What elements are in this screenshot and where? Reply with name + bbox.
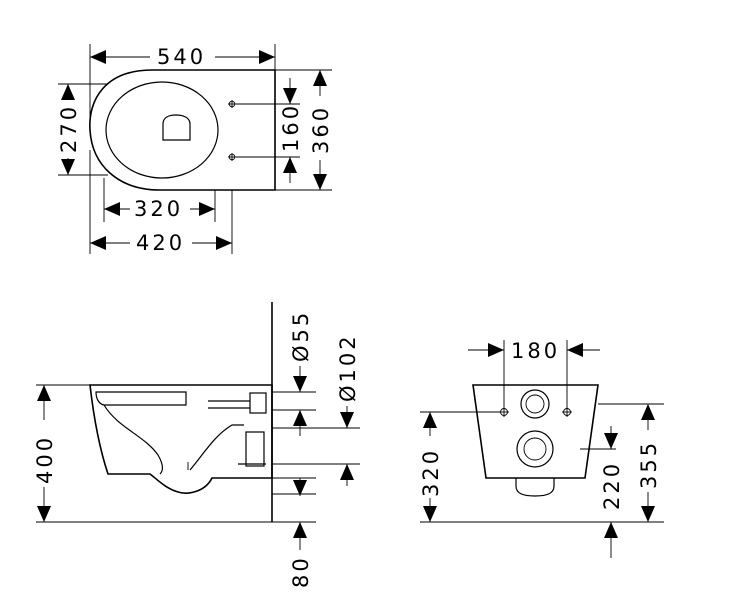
- rear-view-outlet-outer: [516, 430, 554, 468]
- rear-view-outline: [472, 384, 599, 479]
- side-view: 400 Ø55 Ø102 80: [33, 302, 360, 588]
- dimension-rear-height: 320: [419, 448, 443, 497]
- top-view-bowl-outline: [89, 69, 276, 191]
- dimension-top-width: 540: [157, 45, 206, 69]
- dimension-inner-width: 320: [134, 197, 183, 221]
- top-view: 540 270 160 360 320 420: [57, 44, 333, 255]
- dimension-fixing-distance: 160: [279, 103, 303, 152]
- side-view-inner-bowl: [103, 404, 163, 475]
- side-view-outlet: [245, 431, 265, 467]
- top-view-seat-opening: [105, 81, 219, 179]
- side-view-bowl-outline: [89, 384, 273, 494]
- dimension-side-height: 400: [33, 435, 57, 484]
- side-view-trap: [189, 424, 244, 471]
- rear-view-inlet-inner: [525, 394, 545, 414]
- dimension-outlet-height: 220: [600, 461, 624, 510]
- top-view-rim-detail: [162, 114, 191, 141]
- dimension-inlet-diameter: Ø102: [336, 333, 360, 402]
- dimension-drain-diameter: Ø55: [289, 310, 313, 362]
- rear-view-inlet-outer: [520, 389, 550, 419]
- rear-view: 180 320 220 355: [419, 339, 664, 558]
- rear-view-collar: [515, 478, 555, 497]
- dimension-top-depth: 360: [309, 105, 333, 154]
- dimension-rear-total: 355: [637, 440, 661, 489]
- side-view-inlet: [249, 392, 267, 414]
- rear-view-outlet-inner: [523, 437, 547, 461]
- dimension-top-height: 270: [57, 104, 81, 153]
- side-view-seat: [95, 391, 187, 406]
- dimension-outer-width: 420: [136, 231, 185, 255]
- dimension-floor-clearance: 80: [289, 555, 313, 588]
- dimension-rear-width: 180: [511, 339, 560, 363]
